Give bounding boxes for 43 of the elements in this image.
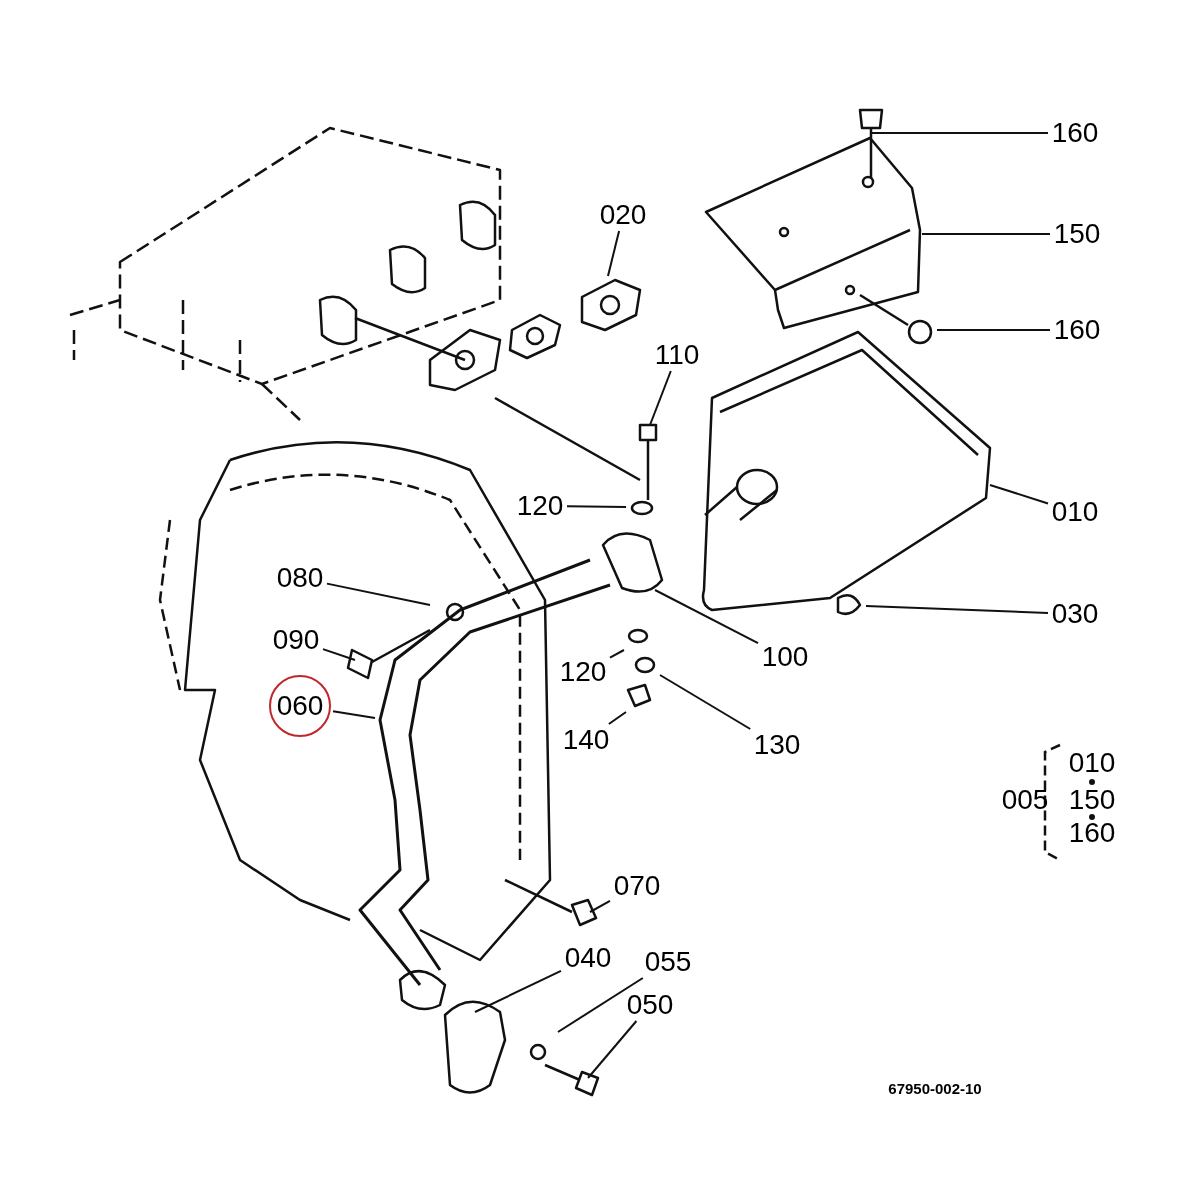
- leader-line: [587, 1020, 638, 1079]
- callout-number: 055: [644, 948, 692, 976]
- part-number: 005: [1001, 786, 1049, 814]
- callout-number: 010: [1051, 498, 1099, 526]
- callout-number: 110: [654, 341, 700, 369]
- callout-number: 160: [1053, 316, 1101, 344]
- leader-line: [322, 648, 356, 661]
- leader-line: [607, 230, 621, 277]
- leader-line: [609, 649, 625, 659]
- leader-line: [865, 605, 1049, 614]
- part-number: 010: [1068, 749, 1116, 777]
- callout-number: 130: [753, 731, 801, 759]
- leader-line: [921, 233, 1051, 235]
- callout-number: 040: [564, 944, 612, 972]
- drawing-number: 67950-002-10: [888, 1080, 982, 1096]
- circled-callout-number: 060: [269, 675, 331, 737]
- leader-line: [589, 899, 611, 913]
- callout-number: 050: [626, 991, 674, 1019]
- callout-number: 120: [559, 658, 607, 686]
- leader-line: [659, 674, 752, 730]
- leader-line: [989, 484, 1049, 505]
- leader-line: [649, 370, 672, 426]
- callout-number: 160: [1051, 119, 1099, 147]
- part-number: 160: [1068, 819, 1116, 847]
- callout-number: 120: [516, 492, 564, 520]
- leader-line: [566, 505, 627, 508]
- leader-line: [326, 582, 431, 606]
- callout-number: 100: [761, 643, 809, 671]
- callout-number: 030: [1051, 600, 1099, 628]
- callout-number: 140: [562, 726, 610, 754]
- part-number: 150: [1068, 786, 1116, 814]
- leader-line: [474, 969, 562, 1013]
- callout-number: 080: [276, 564, 324, 592]
- callout-number: 150: [1053, 220, 1101, 248]
- leader-line: [871, 132, 1049, 134]
- leader-line: [332, 710, 376, 719]
- callout-number: 090: [272, 626, 320, 654]
- leader-line: [654, 589, 759, 645]
- callout-number: 070: [613, 872, 661, 900]
- leader-line: [557, 977, 644, 1033]
- leader-line: [936, 329, 1051, 331]
- leader-line: [607, 711, 627, 725]
- callout-number: 020: [599, 201, 647, 229]
